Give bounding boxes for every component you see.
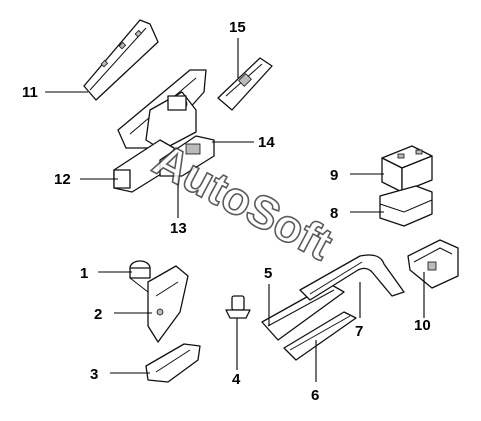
part-main-frame [113, 69, 215, 193]
part-9-battery [381, 145, 433, 193]
callout-14: 14 [258, 134, 275, 151]
callout-10: 10 [414, 317, 431, 334]
callout-11: 11 [22, 84, 38, 101]
part-7-arm [299, 254, 405, 301]
part-3-bracket [145, 343, 201, 383]
callout-12: 12 [54, 171, 71, 188]
watermark: AutoSoft [145, 133, 341, 270]
part-11-rail [83, 19, 159, 101]
leader-lines [45, 38, 425, 382]
part-10-bracket [407, 239, 459, 289]
callout-9: 9 [330, 167, 338, 184]
callout-4: 4 [232, 371, 241, 388]
callout-6: 6 [311, 387, 319, 404]
callout-13: 13 [170, 220, 187, 237]
callout-15: 15 [229, 19, 246, 36]
callout-8: 8 [330, 205, 338, 222]
part-8-tray [379, 185, 433, 227]
callout-2: 2 [94, 306, 102, 323]
callout-7: 7 [355, 323, 363, 340]
callout-numbers: 11 15 12 13 14 9 8 10 1 2 3 4 5 6 7 [22, 19, 431, 404]
callout-1: 1 [80, 265, 88, 282]
callout-3: 3 [90, 366, 98, 383]
part-6-member [283, 311, 357, 361]
part-4-mount [225, 295, 251, 319]
part-1-mount [129, 260, 151, 293]
part-15-plate [217, 57, 273, 111]
part-2-bracket [147, 265, 189, 343]
callout-5: 5 [264, 265, 272, 282]
